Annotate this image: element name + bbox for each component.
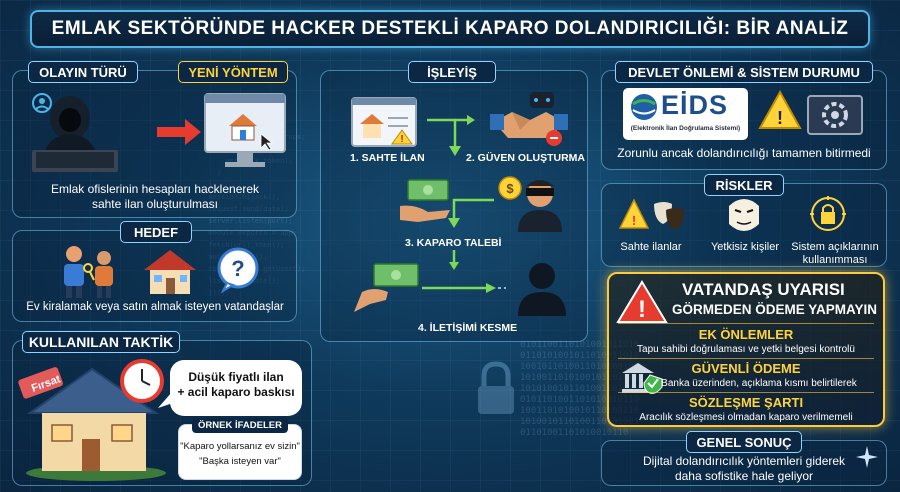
big-warning-icon: ! <box>616 280 668 323</box>
green-arrow-4 <box>422 283 506 293</box>
eids-swirl-icon <box>631 94 657 120</box>
bubble-line-2: + acil kaparo baskısı <box>177 385 295 399</box>
risk-item-3b: kullanımması <box>802 254 868 266</box>
sozlesme-text: Aracılık sözleşmesi olmadan kaparo veril… <box>639 412 853 423</box>
guvenli-odeme-text: Banka üzerinden, açıklama kısmı belirtil… <box>661 378 857 389</box>
examples-title: ÖRNEK İFADELER <box>192 418 288 433</box>
bubble-tail <box>158 392 176 408</box>
devlet-tag: DEVLET ÖNLEMİ & SİSTEM DURUMU <box>615 61 873 83</box>
olay-tag: OLAYIN TÜRÜ <box>28 61 138 83</box>
thief-icon: $ <box>498 176 562 232</box>
sozlesme-title: SÖZLEŞME ŞARTI <box>688 395 804 410</box>
uyari-panel <box>607 272 885 427</box>
ek-onlemler-title: EK ÖNLEMLER <box>698 327 794 342</box>
risk-item-2: Yetkisiz kişiler <box>710 241 780 253</box>
examples-box <box>178 424 302 480</box>
silhouette-icon <box>518 263 566 316</box>
risk-warning-masks-icon: ! <box>618 198 684 230</box>
hacker-icon <box>32 93 118 172</box>
uyari-divider-1 <box>618 323 874 324</box>
question-icon: ? <box>217 247 259 294</box>
svg-text:!: ! <box>777 108 783 128</box>
page-title: EMLAK SEKTÖRÜNDE HACKER DESTEKLİ KAPARO … <box>51 18 849 39</box>
house-clock-icon <box>18 359 166 481</box>
house-icon <box>144 250 196 294</box>
isleyis-tag: İŞLEYİŞ <box>408 61 496 83</box>
sparkle-icon <box>856 446 878 468</box>
svg-text:!: ! <box>400 134 403 145</box>
eids-logo-text: EİDS <box>661 90 729 120</box>
risk-anonymous-icon <box>729 199 759 231</box>
people-key-icon <box>64 246 113 298</box>
taktik-bubble: Düşük fiyatlı ilan + acil kaparo baskısı <box>170 360 302 416</box>
step-3-label: 3. KAPARO TALEBİ <box>405 237 502 249</box>
binary-background: 0101100110101001011010011010100101101001… <box>520 340 640 438</box>
olay-text-2: sahte ilan oluşturulması <box>91 197 219 211</box>
svg-text:?: ? <box>231 256 244 281</box>
bubble-line-1: Düşük fiyatlı ilan <box>188 370 284 384</box>
svg-text:!: ! <box>638 296 646 323</box>
uyari-divider-3 <box>618 392 874 393</box>
step-4-label: 4. İLETİŞİMİ KESME <box>418 322 518 334</box>
sonuc-text-2: daha sofistike hale geliyor <box>674 469 814 483</box>
risk-chip-lock-icon <box>810 196 846 231</box>
eids-logo: EİDS (Elektronik İlan Doğrulama Sistemi) <box>623 88 748 140</box>
riskler-tag: RİSKLER <box>704 174 784 196</box>
ek-onlemler-text: Tapu sahibi doğrulaması ve yetki belgesi… <box>637 344 855 355</box>
uyari-divider-2 <box>618 358 874 359</box>
down-arrow-3 <box>449 250 459 270</box>
step-1-label: 1. SAHTE İLAN <box>350 152 425 164</box>
taktik-tag: KULLANILAN TAKTİK <box>22 331 180 353</box>
title-bar: EMLAK SEKTÖRÜNDE HACKER DESTEKLİ KAPARO … <box>30 10 870 48</box>
warning-gear-icon: ! <box>758 89 863 135</box>
bank-shield-icon <box>622 363 663 394</box>
risk-item-1: Sahte ilanlar <box>620 241 682 253</box>
fake-listing-icon: ! <box>351 97 417 147</box>
handshake-icon <box>490 92 568 146</box>
payment-hand-icon <box>354 263 419 312</box>
yeni-yontem-tag: YENİ YÖNTEM <box>178 61 288 83</box>
money-hand-icon <box>400 179 450 222</box>
guvenli-odeme-title: GÜVENLİ ÖDEME <box>691 361 801 376</box>
hedef-text: Ev kiralamak veya satın almak isteyen va… <box>26 301 284 313</box>
hedef-tag: HEDEF <box>120 221 192 243</box>
red-arrow-icon <box>157 119 201 145</box>
example-2: "Başka isteyen var" <box>199 456 281 467</box>
devlet-text: Zorunlu ancak dolandırıcılığı tamamen bi… <box>617 146 871 160</box>
green-arrow-1 <box>427 115 475 156</box>
sonuc-tag: GENEL SONUÇ <box>686 431 802 453</box>
uyari-subtitle: GÖRMEDEN ÖDEME YAPMAYIN <box>672 302 878 317</box>
risk-item-3a: Sistem açıklarının <box>791 241 879 253</box>
sonuc-text-1: Dijital dolandırıcılık yöntemleri gidere… <box>642 454 846 468</box>
olay-text-1: Emlak ofislerinin hesapları hacklenerek <box>50 182 260 196</box>
lock-icon <box>478 361 514 414</box>
svg-text:!: ! <box>632 213 636 228</box>
step-2-label: 2. GÜVEN OLUŞTURMA <box>466 152 586 164</box>
uyari-title: VATANDAŞ UYARISI <box>682 280 845 299</box>
example-1: "Kaparo yollarsanız ev sizin" <box>180 441 300 452</box>
svg-text:$: $ <box>506 181 514 196</box>
monitor-house-icon <box>204 93 286 167</box>
eids-logo-sub: (Elektronik İlan Doğrulama Sistemi) <box>630 125 741 132</box>
green-arrow-2 <box>448 198 494 228</box>
